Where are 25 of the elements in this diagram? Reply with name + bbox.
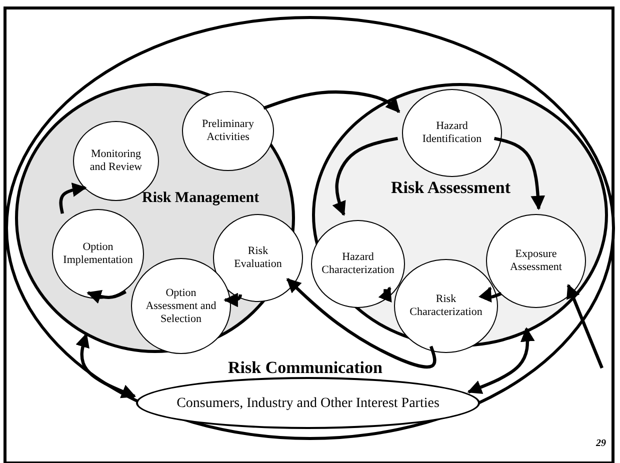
arrow [224,292,242,308]
node-label: Risk Characterization [408,293,484,319]
node-label: Hazard Characterization [321,251,395,277]
arrow [263,90,400,114]
group-heading: Risk Management [142,190,260,207]
arrow [566,284,604,369]
node-label: Option Assessment and Selection [144,286,218,326]
node-label: Option Implementation [62,241,134,267]
arrow [467,327,535,394]
arrow [76,332,136,398]
arrow [332,136,398,216]
node-label: Consumers, Industry and Other Interest Parties [176,396,440,410]
node-label: Monitoring and Review [88,148,144,174]
arrow [86,290,126,304]
arrow [286,278,436,368]
group-heading: Risk Assessment [391,178,510,198]
arrow [494,136,546,210]
node-label: Risk Evaluation [233,245,283,271]
arrow [378,286,392,303]
page-number: 29 [596,438,606,449]
group-heading: Risk Communication [228,358,382,378]
node-label: Preliminary Activities [201,118,255,144]
node-label: Exposure Assessment [509,248,563,274]
node-label: Hazard Identification [421,120,483,146]
arrow [478,286,502,303]
